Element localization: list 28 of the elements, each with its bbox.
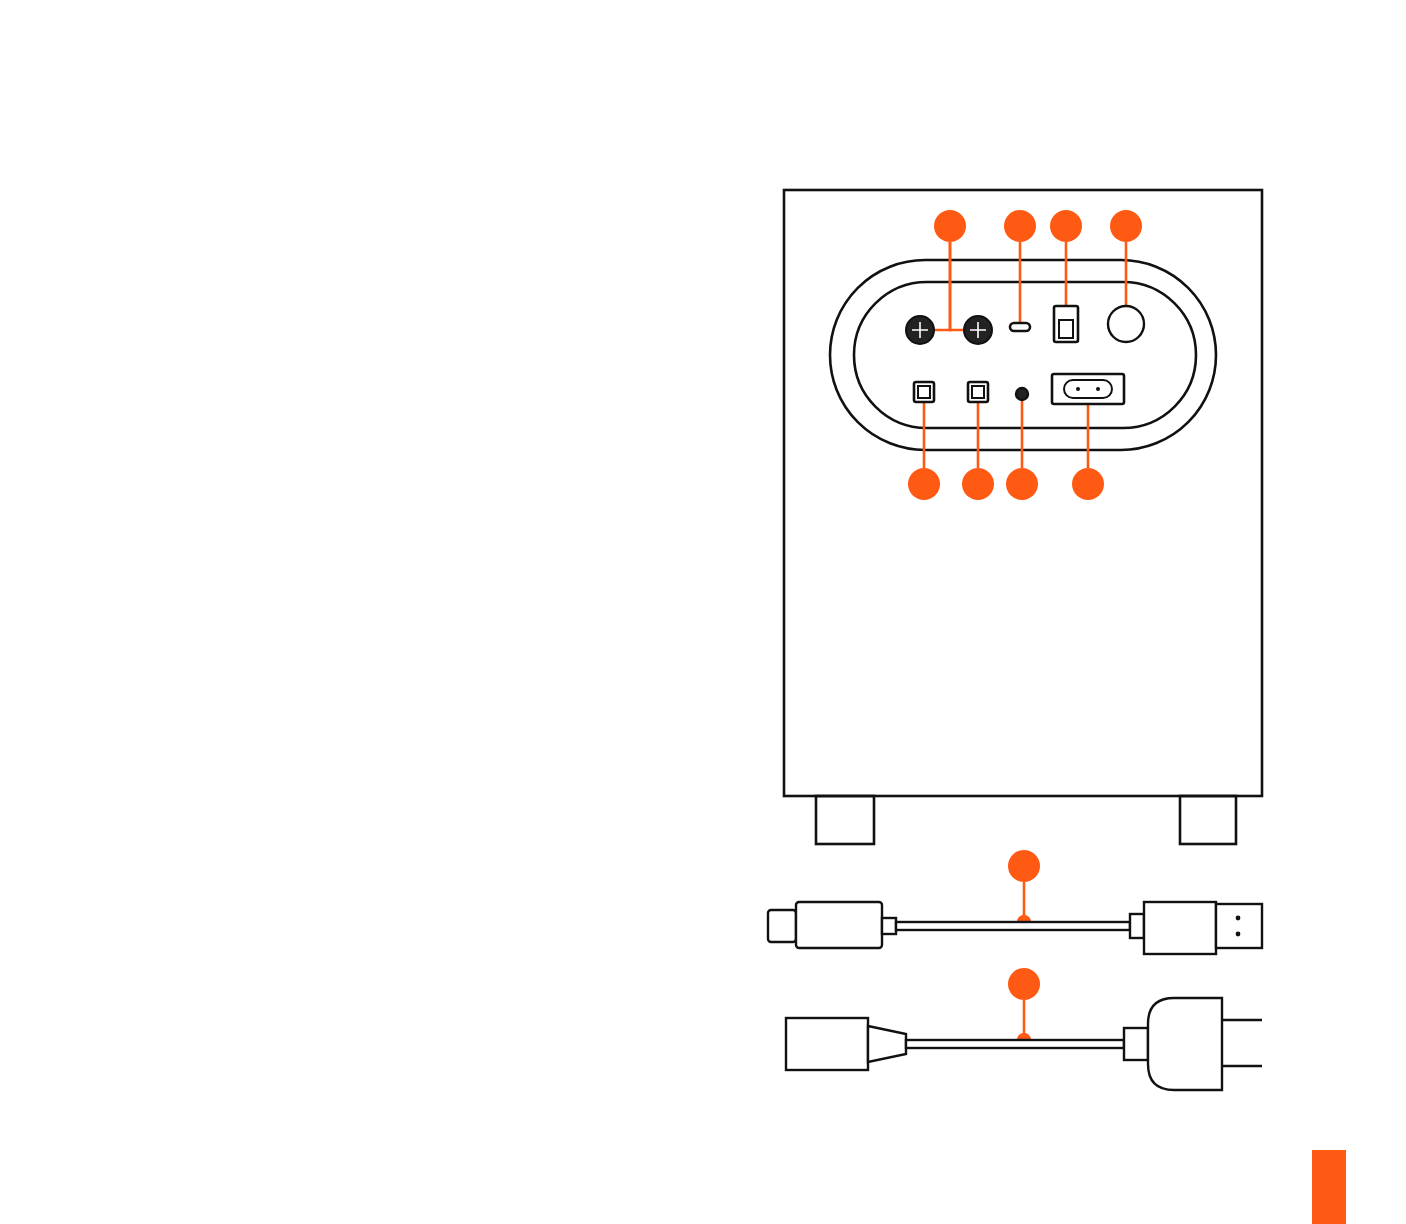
callout-marker: [1004, 210, 1036, 242]
knob: [1106, 304, 1146, 344]
callout-marker: [1110, 210, 1142, 242]
din-port: [963, 315, 993, 345]
optical-port: [912, 380, 936, 404]
audio-jack: [1014, 386, 1030, 402]
leader-line: [922, 402, 926, 468]
leader-line: [1018, 242, 1022, 323]
power-socket: [1050, 372, 1126, 406]
callout-marker: [1072, 468, 1104, 500]
leader-line: [1086, 404, 1090, 468]
leader-line: [1064, 242, 1068, 306]
power-cable: [784, 996, 1264, 1092]
callout-marker: [1050, 210, 1082, 242]
callout-marker: [1008, 850, 1040, 882]
callout-marker: [934, 210, 966, 242]
callout-marker: [1006, 468, 1038, 500]
callout-marker: [962, 468, 994, 500]
callout-marker: [908, 468, 940, 500]
leader-line: [976, 402, 980, 468]
power-switch: [1052, 304, 1080, 344]
usb-cable: [766, 900, 1264, 956]
leader-line: [1020, 400, 1024, 468]
usb-c-port: [1008, 321, 1032, 333]
din-port: [905, 315, 935, 345]
callout-marker: [1008, 968, 1040, 1000]
optical-port: [966, 380, 990, 404]
leader-line: [948, 242, 964, 332]
